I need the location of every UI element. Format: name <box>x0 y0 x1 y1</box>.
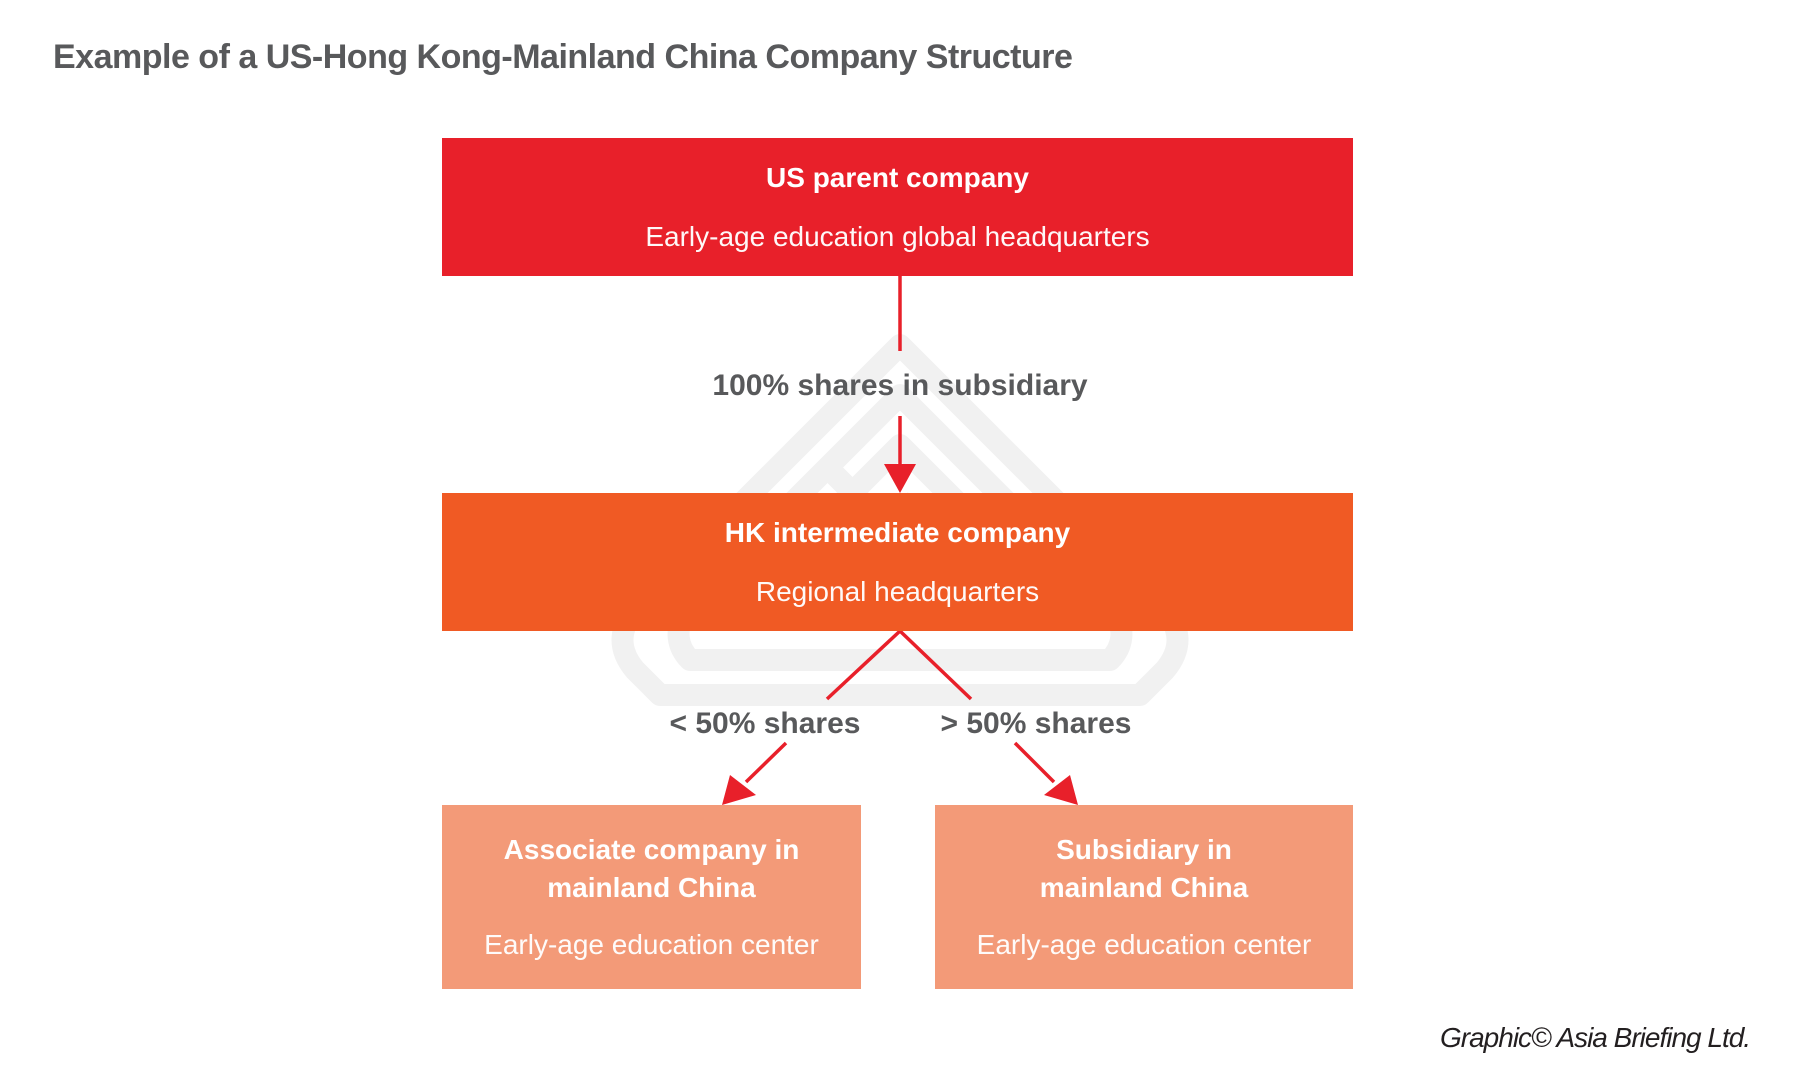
node-subtitle: Early-age education center <box>484 929 819 960</box>
node-title-line2: mainland China <box>547 872 756 903</box>
edge-label-hk-subsidiary: > 50% shares <box>940 707 1132 740</box>
node-us-parent-company: US parent company Early-age education gl… <box>442 138 1353 276</box>
node-title-line1: Subsidiary in <box>1056 834 1232 865</box>
edge-line-hk-associate-top <box>825 629 902 701</box>
node-title: US parent company <box>766 162 1029 193</box>
edge-arrow-hk-subsidiary <box>1013 741 1056 784</box>
edge-label-hk-associate: < 50% shares <box>669 707 861 740</box>
edge-line-hk-subsidiary-top <box>898 629 973 701</box>
edge-label-us-hk: 100% shares in subsidiary <box>712 369 1088 402</box>
node-associate-company: Associate company in mainland China Earl… <box>442 805 861 989</box>
node-subtitle: Early-age education global headquarters <box>645 221 1150 252</box>
node-title-line2: mainland China <box>1039 872 1249 903</box>
node-title-line1: Associate company in <box>503 834 800 865</box>
arrowhead-icon <box>1044 775 1078 805</box>
node-subtitle: Early-age education center <box>976 929 1312 960</box>
page-title: Example of a US-Hong Kong-Mainland China… <box>53 38 1073 76</box>
node-hk-intermediate-company: HK intermediate company Regional headqua… <box>442 493 1353 631</box>
arrowhead-icon <box>884 464 916 493</box>
arrowhead-icon <box>722 775 756 805</box>
node-title: HK intermediate company <box>724 517 1071 548</box>
credit-text: Graphic© Asia Briefing Ltd. <box>1440 1022 1751 1053</box>
node-subtitle: Regional headquarters <box>755 576 1040 607</box>
node-subsidiary: Subsidiary in mainland China Early-age e… <box>935 805 1353 989</box>
edge-arrow-hk-associate <box>744 741 788 784</box>
